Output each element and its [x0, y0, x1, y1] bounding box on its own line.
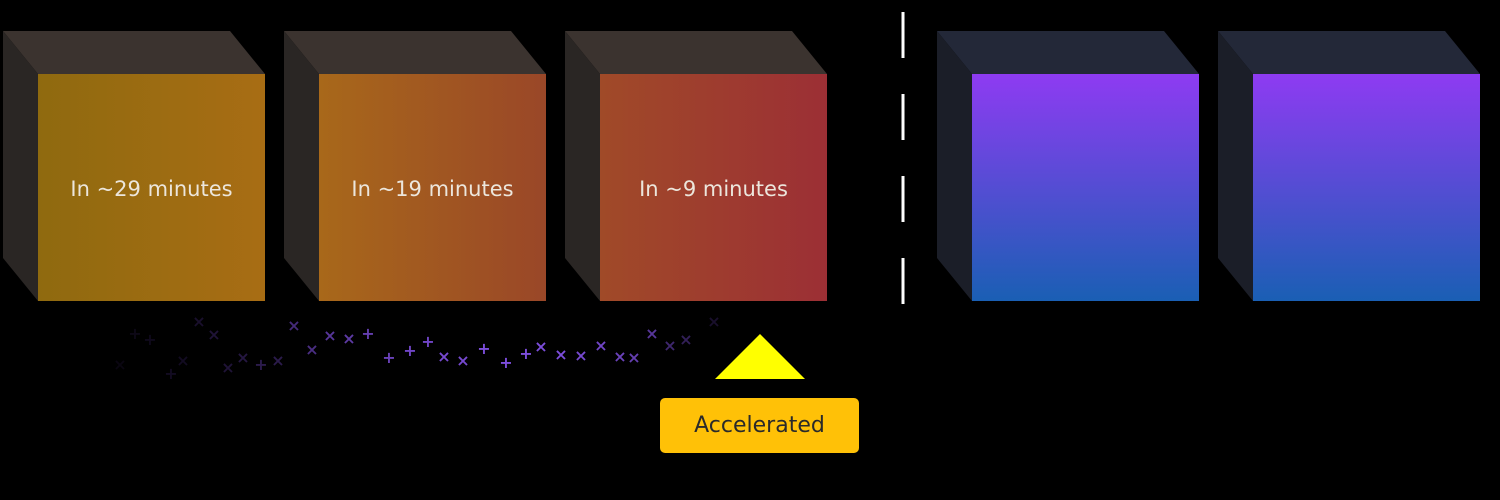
- particle-mark: ×: [176, 351, 189, 370]
- cube-top: [3, 31, 265, 74]
- particle-mark: ×: [663, 336, 676, 355]
- particle-mark: ×: [534, 337, 547, 356]
- particle-mark: ×: [271, 351, 284, 370]
- cube-face: [38, 74, 265, 301]
- cube-face: [600, 74, 827, 301]
- cube-1: In ~29 minutes: [3, 31, 265, 301]
- cube-side: [3, 31, 38, 301]
- cube-face: [319, 74, 546, 301]
- particle-mark: ×: [554, 345, 567, 364]
- cube-top: [284, 31, 546, 74]
- particle-mark: ×: [323, 326, 336, 345]
- particle-mark: +: [361, 324, 374, 343]
- cube-side: [937, 31, 972, 301]
- cube-face: [972, 74, 1199, 301]
- particle-mark: ×: [645, 324, 658, 343]
- particle-mark: ×: [113, 355, 126, 374]
- particle-mark: +: [499, 353, 512, 372]
- cube-4: [937, 31, 1199, 301]
- particle-mark: ×: [207, 325, 220, 344]
- particle-mark: ×: [192, 312, 205, 331]
- particle-trail: ×××+×+++××+++××××××××××+××××××+++×: [113, 312, 720, 383]
- particle-mark: +: [164, 364, 177, 383]
- cubes: In ~29 minutes In ~19 minutes In ~9 minute…: [3, 31, 1480, 301]
- particle-mark: ×: [305, 340, 318, 359]
- particle-mark: ×: [594, 336, 607, 355]
- cube-side: [565, 31, 600, 301]
- cube-2: In ~19 minutes: [284, 31, 546, 301]
- cube-label: In ~19 minutes: [351, 177, 513, 201]
- particle-mark: +: [382, 348, 395, 367]
- cube-label: In ~29 minutes: [70, 177, 232, 201]
- cube-5: [1218, 31, 1480, 301]
- particle-mark: +: [421, 332, 434, 351]
- particle-mark: ×: [221, 358, 234, 377]
- particle-mark: +: [477, 339, 490, 358]
- cube-top: [1218, 31, 1480, 74]
- cube-3: In ~9 minutes: [565, 31, 827, 301]
- particle-mark: ×: [679, 330, 692, 349]
- particle-mark: ×: [707, 312, 720, 331]
- cube-label: In ~9 minutes: [639, 177, 788, 201]
- cube-face: [1253, 74, 1480, 301]
- particle-mark: ×: [574, 346, 587, 365]
- particle-mark: +: [519, 344, 532, 363]
- cube-side: [284, 31, 319, 301]
- cube-top: [937, 31, 1199, 74]
- particle-mark: ×: [437, 347, 450, 366]
- accelerated-badge: Accelerated: [660, 398, 859, 453]
- cube-top: [565, 31, 827, 74]
- particle-mark: ×: [236, 348, 249, 367]
- particle-mark: +: [143, 330, 156, 349]
- up-arrow-icon: [715, 334, 805, 379]
- particle-mark: ×: [627, 348, 640, 367]
- particle-mark: +: [254, 355, 267, 374]
- particle-mark: +: [403, 341, 416, 360]
- particle-mark: ×: [613, 347, 626, 366]
- particle-mark: ×: [342, 329, 355, 348]
- cube-side: [1218, 31, 1253, 301]
- accelerated-label: Accelerated: [694, 413, 825, 438]
- particle-mark: ×: [287, 316, 300, 335]
- particle-mark: +: [128, 324, 141, 343]
- particle-mark: ×: [456, 351, 469, 370]
